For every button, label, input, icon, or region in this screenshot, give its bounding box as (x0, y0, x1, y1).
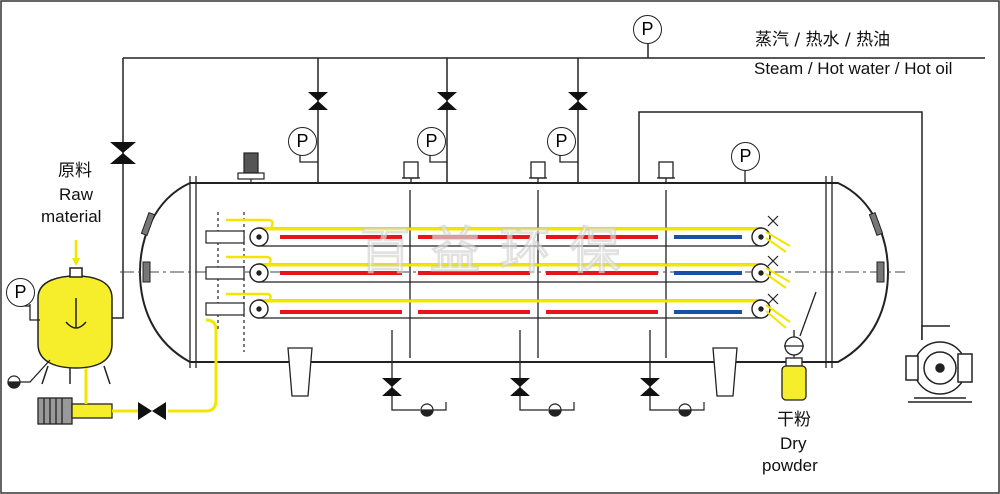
heating-medium-label-en: Steam / Hot water / Hot oil (754, 59, 953, 78)
nozzle-right (876, 261, 885, 283)
top-nozzle-3 (658, 161, 674, 179)
top-nozzle-1 (403, 161, 419, 179)
drain-valve-3 (640, 378, 660, 396)
drive-motor (237, 152, 265, 183)
dry-powder-label-cn: 干粉 (777, 410, 811, 430)
cooling-plates (674, 235, 742, 314)
sight-glass-left (140, 211, 156, 237)
top-nozzle-2 (530, 161, 546, 179)
pressure-gauge-vessel: P (731, 142, 760, 171)
feed-distributors (205, 212, 245, 352)
pressure-gauge-zone-1: P (288, 127, 317, 156)
supply-valve-left[interactable] (110, 142, 136, 164)
bottom-drains (391, 330, 678, 411)
feed-pump (37, 397, 113, 425)
drain-valve-2 (510, 378, 530, 396)
watermark: 百益环保 (360, 222, 640, 280)
sight-glass-right (868, 211, 884, 237)
raw-material-label-cn: 原料 (58, 161, 92, 181)
feed-line (84, 318, 218, 413)
discharge-valve[interactable] (784, 291, 817, 362)
feed-tank-outlet-trap (7, 375, 21, 389)
heating-medium-label-cn: 蒸汽 / 热水 / 热油 (755, 30, 891, 50)
pressure-gauge-zone-3: P (547, 127, 576, 156)
heating-plates (280, 235, 658, 314)
pressure-gauge-header: P (633, 15, 662, 44)
drain-valve-1 (382, 378, 402, 396)
supply-valve-1[interactable] (308, 92, 328, 110)
dry-powder-label-en-1: Dry (780, 434, 807, 453)
support-saddles (287, 347, 738, 397)
supply-valve-2[interactable] (437, 92, 457, 110)
feed-valve[interactable] (138, 402, 166, 420)
discharge-crushers (767, 215, 779, 305)
drain-traps (420, 402, 705, 417)
supply-valve-3[interactable] (568, 92, 588, 110)
nozzle-left (142, 261, 151, 283)
vacuum-pump (905, 325, 973, 403)
pressure-gauge-feed-tank: P (6, 278, 35, 307)
raw-material-label-en-1: Raw (59, 185, 94, 204)
pressure-gauge-zone-2: P (417, 127, 446, 156)
vacuum-line (638, 111, 923, 340)
conveyor-belts (249, 227, 771, 319)
feed-tank (37, 267, 113, 385)
dry-powder-container (781, 357, 807, 401)
raw-material-label-en-2: material (41, 207, 102, 226)
dry-powder-label-en-2: powder (762, 456, 818, 475)
